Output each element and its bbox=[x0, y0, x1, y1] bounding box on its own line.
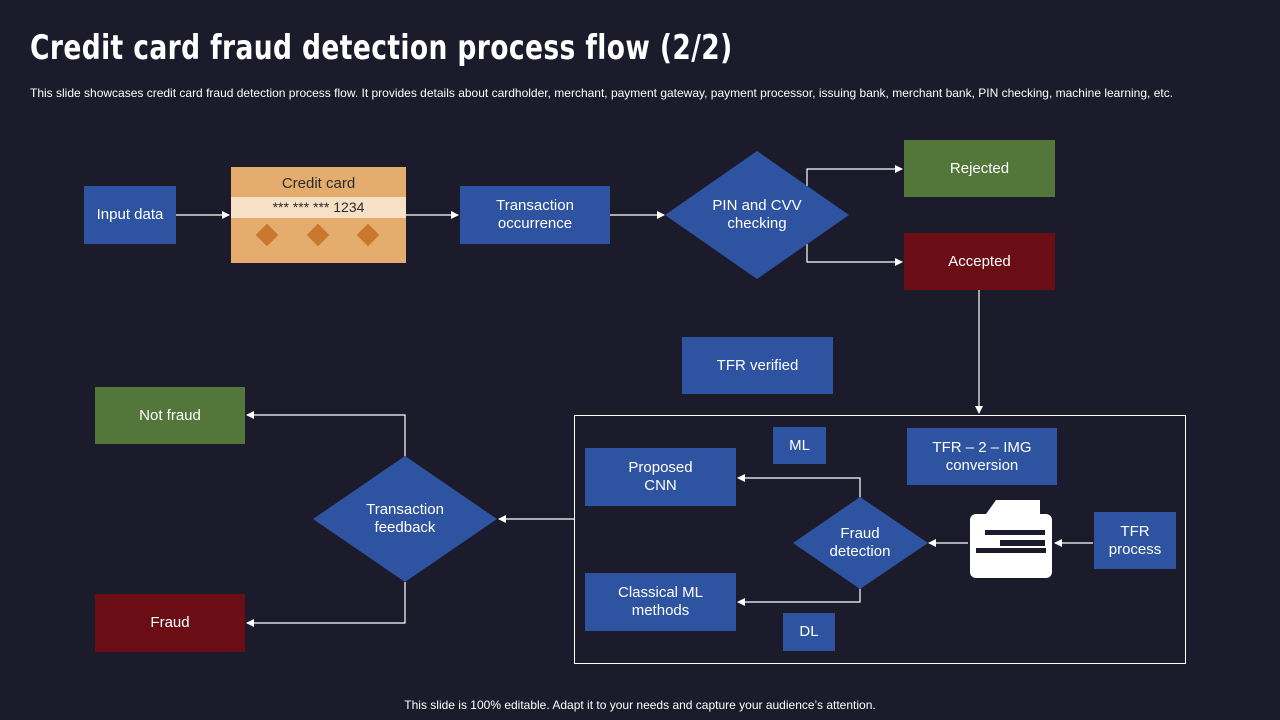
rejected-box: Rejected bbox=[904, 140, 1055, 197]
arrow-feedback-to-not-fraud bbox=[246, 411, 406, 458]
card-diamond-icon bbox=[255, 223, 279, 247]
tfr-process-box: TFR process bbox=[1094, 512, 1176, 569]
card-diamond-icon bbox=[356, 223, 380, 247]
accepted-box: Accepted bbox=[904, 233, 1055, 290]
arrow-feedback-to-fraud bbox=[246, 582, 406, 627]
printer-icon bbox=[970, 500, 1052, 578]
dl-box: DL bbox=[783, 613, 835, 651]
footer-note: This slide is 100% editable. Adapt it to… bbox=[404, 698, 876, 712]
tfr-img-conversion-box: TFR – 2 – IMG conversion bbox=[907, 428, 1057, 485]
arrow-pin-to-rejected bbox=[806, 165, 903, 195]
ml-processing-frame bbox=[574, 415, 1186, 664]
credit-card-number: *** *** *** 1234 bbox=[231, 197, 406, 218]
tfr-verified-box: TFR verified bbox=[682, 337, 833, 394]
credit-card-title: Credit card bbox=[281, 175, 356, 192]
input-data-box: Input data bbox=[84, 186, 176, 244]
ml-box: ML bbox=[773, 427, 826, 464]
pin-cvv-diamond bbox=[665, 151, 849, 279]
fraud-detection-label: Fraud detection bbox=[829, 525, 891, 560]
transaction-feedback-label: Transaction feedback bbox=[366, 501, 444, 536]
arrow-fraud-detection-to-cnn bbox=[737, 474, 861, 498]
transaction-occurrence-box: Transaction occurrence bbox=[460, 186, 610, 244]
fraud-detection-diamond bbox=[793, 497, 928, 589]
arrow-fraud-detection-to-classical bbox=[737, 588, 861, 606]
not-fraud-box: Not fraud bbox=[95, 387, 245, 444]
pin-cvv-label: PIN and CVV checking bbox=[712, 197, 802, 232]
transaction-feedback-diamond bbox=[313, 456, 497, 582]
fraud-box: Fraud bbox=[95, 594, 245, 652]
credit-card-graphic: Credit card *** *** *** 1234 bbox=[231, 167, 406, 263]
arrow-pin-to-accepted bbox=[806, 235, 903, 266]
classical-ml-box: Classical ML methods bbox=[585, 573, 736, 631]
proposed-cnn-box: Proposed CNN bbox=[585, 448, 736, 506]
slide-title: Credit card fraud detection process flow… bbox=[30, 28, 733, 68]
slide-subtitle: This slide showcases credit card fraud d… bbox=[30, 86, 1174, 100]
card-diamond-icon bbox=[306, 223, 330, 247]
